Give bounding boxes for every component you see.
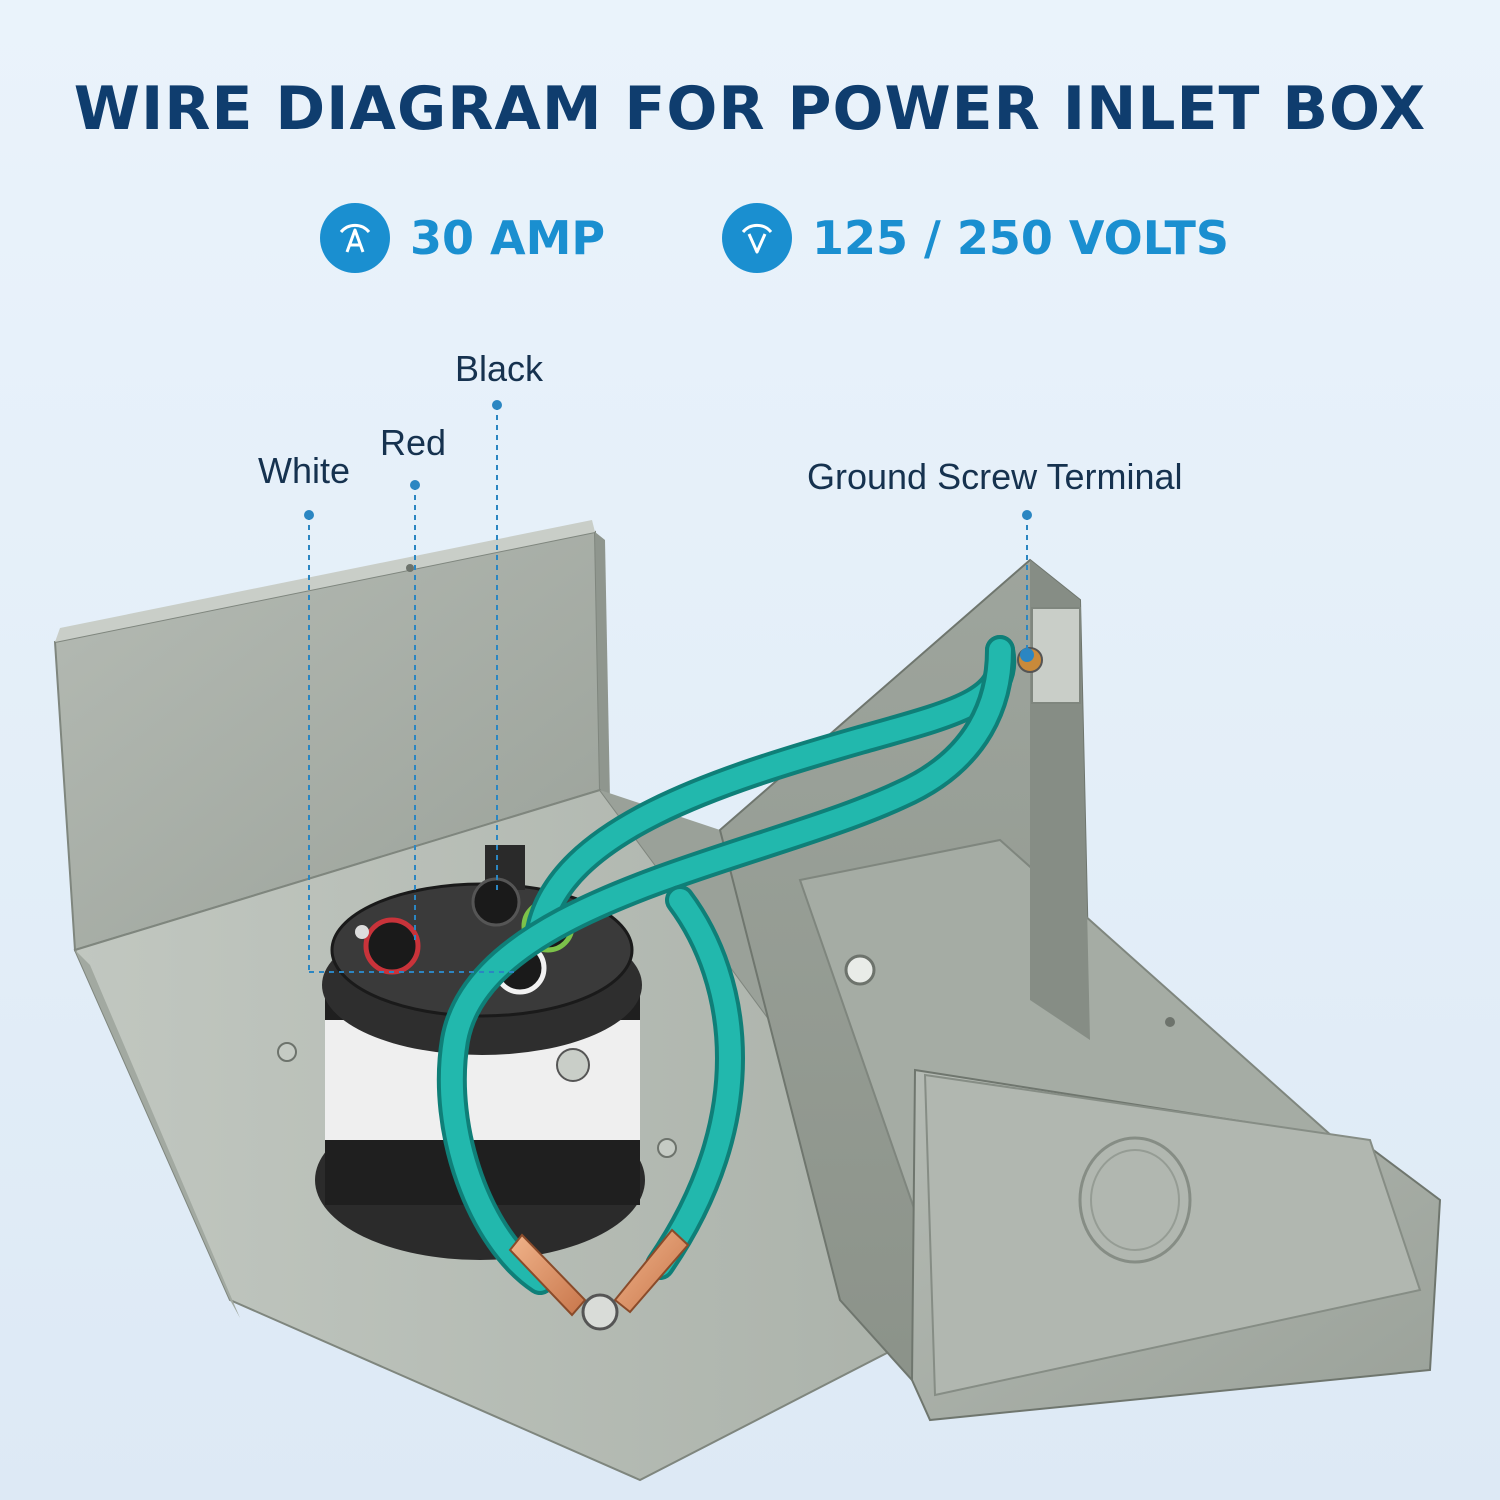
voltage-value: 125 / 250 VOLTS <box>812 211 1229 265</box>
callout-black: Black <box>455 348 544 389</box>
callout-red: Red <box>380 422 447 463</box>
red-terminal-hole <box>363 917 421 975</box>
spec-voltage: 125 / 250 VOLTS <box>722 202 1229 274</box>
callout-leaders <box>304 400 1034 973</box>
callout-ground-screw-terminal: Ground Screw Terminal <box>807 456 1183 497</box>
enclosure-box <box>718 558 1442 1422</box>
ampere-icon <box>320 203 390 273</box>
ground-wires <box>436 635 1043 1331</box>
spec-amperage: 30 AMP <box>320 202 605 274</box>
callout-white: White <box>258 450 351 491</box>
amperage-value: 30 AMP <box>410 211 606 265</box>
page-title: WIRE DIAGRAM FOR POWER INLET BOX <box>73 74 1427 144</box>
voltage-icon <box>722 203 792 273</box>
